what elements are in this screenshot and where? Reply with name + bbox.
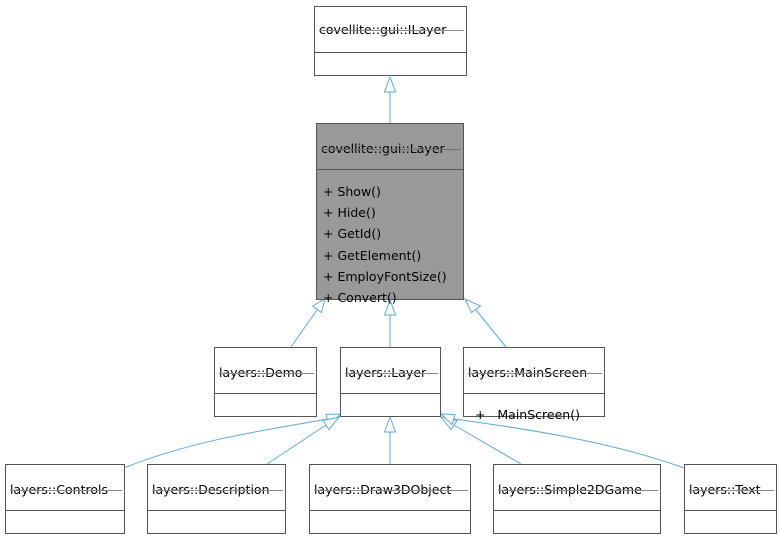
edge-controls-to-layerslayer [123, 418, 329, 469]
class-name: covellite::gui::Layer [321, 141, 461, 156]
method-hide: + Hide() [323, 205, 376, 221]
edge-mainscreen-to-layer [475, 309, 507, 348]
class-header: layers::Text [685, 465, 776, 511]
class-header: layers::Simple2DGame [494, 465, 660, 511]
method-mainscreen: + MainScreen() [475, 407, 580, 422]
method-getelement: + GetElement() [323, 247, 422, 263]
class-header: layers::Draw3DObject [310, 465, 470, 511]
class-box-layers-layer[interactable]: layers::Layer [340, 347, 441, 417]
class-header: layers::Demo [215, 348, 316, 394]
class-name: layers::Description [152, 482, 283, 497]
class-name: layers::Draw3DObject [314, 482, 468, 497]
class-header: layers::Description [148, 465, 285, 511]
edge-description-to-layerslayer [266, 424, 327, 465]
method-employfontsize: + EmployFontSize() [323, 268, 447, 284]
arrowhead [383, 298, 397, 316]
arrowhead [463, 297, 482, 314]
class-header: layers::Layer [341, 348, 440, 394]
arrowhead [439, 413, 456, 426]
class-header: layers::Controls [6, 465, 124, 511]
method-list: + Show() + Hide() + GetId() + GetElement… [323, 181, 461, 308]
class-box-demo[interactable]: layers::Demo [214, 347, 317, 417]
class-name: layers::Text [689, 482, 774, 497]
arrowhead [383, 415, 397, 433]
class-name: layers::Controls [10, 482, 122, 497]
class-header: layers::MainScreen [464, 348, 604, 394]
edge-simple2d-to-layerslayer [453, 424, 522, 465]
class-name: layers::MainScreen [468, 365, 602, 380]
class-box-simple2d[interactable]: layers::Simple2DGame [493, 464, 661, 534]
edge-demo-to-layer [290, 309, 318, 348]
class-box-controls[interactable]: layers::Controls [5, 464, 125, 534]
class-name: layers::Demo [219, 365, 314, 380]
method-getid: + GetId() [323, 226, 382, 242]
edge-text-to-layerslayer [453, 418, 685, 469]
class-header: covellite::gui::ILayer [315, 7, 466, 53]
method-convert: + Convert() [323, 289, 397, 305]
class-box-description[interactable]: layers::Description [147, 464, 286, 534]
class-box-ilayer[interactable]: covellite::gui::ILayer [314, 6, 467, 76]
arrowhead [322, 416, 341, 431]
arrowhead [383, 75, 397, 93]
class-box-mainscreen[interactable]: layers::MainScreen [463, 347, 605, 417]
method-show: + Show() [323, 184, 381, 199]
class-header: covellite::gui::Layer [317, 124, 463, 170]
class-name: layers::Simple2DGame [498, 482, 658, 497]
class-name: layers::Layer [345, 365, 438, 380]
class-name: covellite::gui::ILayer [319, 22, 464, 37]
arrowhead [311, 297, 326, 314]
class-box-gui-layer[interactable]: covellite::gui::Layer + Show() + Hide() … [316, 123, 464, 305]
class-box-draw3d[interactable]: layers::Draw3DObject [309, 464, 471, 534]
class-box-text[interactable]: layers::Text [684, 464, 777, 534]
